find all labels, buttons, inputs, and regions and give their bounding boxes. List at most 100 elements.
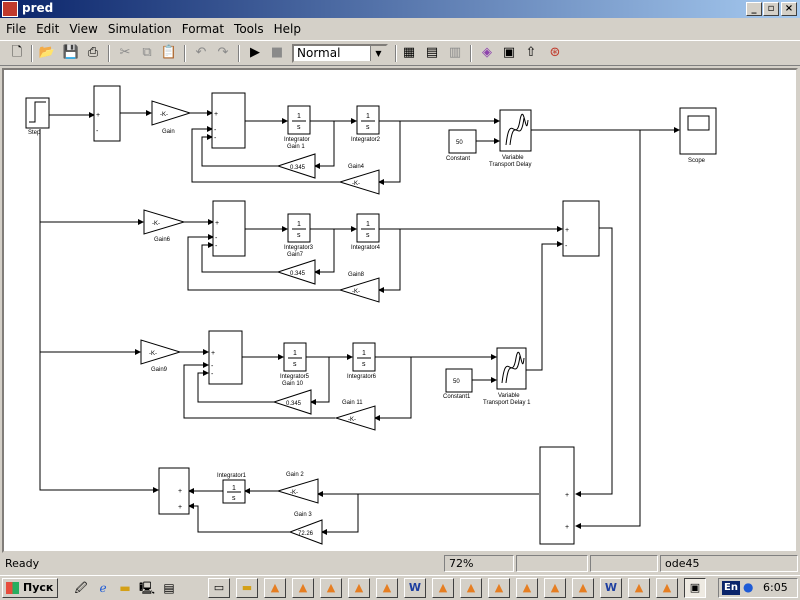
model-browser-icon[interactable]: ◈	[482, 45, 492, 60]
taskbar-window-matlab-icon[interactable]: ▲	[656, 578, 678, 598]
tray-app-icon[interactable]: ●	[743, 580, 754, 594]
taskbar-window-word-icon[interactable]: W	[600, 578, 622, 598]
menu-bar: File Edit View Simulation Format Tools Help	[0, 18, 800, 38]
folder-icon[interactable]: ▬	[119, 581, 131, 595]
integrator1-block[interactable]: 1 s Integrator1	[217, 473, 247, 504]
update-diagram-icon[interactable]: ▥	[448, 45, 462, 60]
network-icon[interactable]: ▤	[163, 581, 175, 595]
taskbar-window-simulink-active[interactable]: ▣	[684, 578, 706, 598]
menu-view[interactable]: View	[69, 22, 98, 36]
gain-0345-block-3[interactable]: 0.345	[272, 389, 312, 415]
system-tray: En ● 6:05	[718, 578, 798, 598]
gain2-label: Gain 2	[286, 472, 304, 478]
sum-minus-sign: -	[215, 235, 218, 242]
simulink-app-icon[interactable]	[2, 1, 18, 17]
gain-value: -K-	[290, 490, 298, 496]
taskbar-window-word-icon[interactable]: W	[404, 578, 426, 598]
menu-file[interactable]: File	[6, 22, 27, 36]
copy-icon[interactable]: ⧉	[142, 45, 152, 60]
print-icon[interactable]: ⎙	[87, 45, 99, 60]
library-browser-icon[interactable]: ▦	[402, 45, 416, 60]
maximize-button[interactable]: ▫	[763, 2, 779, 16]
menu-tools[interactable]: Tools	[234, 22, 264, 36]
gain9-block[interactable]: -K- Gain9	[140, 339, 182, 373]
constant1-block[interactable]: 50 Constant1	[443, 368, 473, 400]
taskbar-window-matlab-icon[interactable]: ▲	[544, 578, 566, 598]
close-button[interactable]: ×	[781, 2, 797, 16]
taskbar-window-matlab-icon[interactable]: ▲	[516, 578, 538, 598]
gain-block[interactable]: -K- Gain	[151, 100, 192, 135]
step-block[interactable]: Step	[25, 97, 50, 136]
gain4-block[interactable]: -K- Gain4	[338, 164, 380, 195]
gain-0345-block-1[interactable]: 0.345	[276, 153, 316, 179]
gain-0345-block-2[interactable]: 0.345	[276, 259, 316, 285]
taskbar-window-matlab-icon[interactable]: ▲	[572, 578, 594, 598]
go-to-parent-icon[interactable]: ⇧	[525, 45, 537, 60]
stop-simulation-icon[interactable]: ■	[270, 45, 284, 60]
integrator6-block[interactable]: 1 s Integrator6	[347, 342, 377, 380]
menu-format[interactable]: Format	[181, 22, 225, 36]
taskbar: Пуск 🖉 ℯ ▬ 🖳 ▤ ▭ ▬ ▲ ▲ ▲ ▲ ▲ W ▲ ▲ ▲ ▲ ▲…	[0, 575, 800, 600]
gain8-block[interactable]: -K- Gain8	[338, 272, 380, 303]
title-bar[interactable]: pred _ ▫ ×	[0, 0, 800, 18]
sum-block-7[interactable]: + +	[539, 446, 575, 545]
sum-block-2[interactable]: + - -	[211, 92, 246, 149]
taskbar-window-matlab-icon[interactable]: ▲	[432, 578, 454, 598]
open-folder-icon[interactable]: 📂	[38, 45, 56, 60]
chevron-down-icon[interactable]: ▼	[370, 46, 386, 61]
taskbar-window-matlab-icon[interactable]: ▲	[320, 578, 342, 598]
new-file-icon[interactable]: 🗋	[11, 45, 23, 60]
taskbar-window-matlab-icon[interactable]: ▲	[628, 578, 650, 598]
my-computer-icon[interactable]: 🖳	[138, 581, 155, 595]
sum-block-5[interactable]: + - -	[208, 330, 243, 385]
minimize-button[interactable]: _	[746, 2, 762, 16]
gain11-label: Gain 11	[342, 400, 363, 406]
menu-help[interactable]: Help	[273, 22, 301, 36]
undo-icon[interactable]: ↶	[195, 45, 207, 60]
cut-icon[interactable]: ✂	[119, 45, 131, 60]
save-icon[interactable]: 💾	[62, 45, 80, 60]
integrator4-block[interactable]: 1 s Integrator4	[351, 213, 381, 251]
config-icon[interactable]: ⊛	[549, 45, 561, 60]
gain6-label: Gain6	[154, 237, 171, 243]
debug-icon[interactable]: ▣	[502, 45, 516, 60]
taskbar-window-explorer[interactable]: ▭	[208, 578, 230, 598]
taskbar-window-folder[interactable]: ▬	[236, 578, 258, 598]
taskbar-window-matlab-icon[interactable]: ▲	[460, 578, 482, 598]
sum-block-6[interactable]: + +	[158, 467, 190, 515]
taskbar-window-matlab-icon[interactable]: ▲	[376, 578, 398, 598]
gain6-block[interactable]: -K- Gain6	[143, 209, 186, 243]
integrator1-label: Integrator1	[217, 473, 247, 479]
start-simulation-icon[interactable]: ▶	[250, 45, 260, 60]
redo-icon[interactable]: ↷	[217, 45, 229, 60]
sum-block-4[interactable]: + -	[562, 200, 600, 257]
language-indicator[interactable]: En	[722, 581, 740, 595]
paste-icon[interactable]: 📋	[160, 45, 178, 60]
sum-block-3[interactable]: + - -	[212, 200, 246, 257]
show-desktop-icon[interactable]: 🖉	[74, 581, 88, 595]
integrator2-block[interactable]: 1 s Integrator2	[351, 105, 381, 143]
constant-block[interactable]: 50 Constant	[446, 129, 477, 162]
simulation-mode-select[interactable]: Normal ▼	[292, 44, 388, 63]
build-icon[interactable]: ▤	[425, 45, 439, 60]
taskbar-window-matlab-icon[interactable]: ▲	[488, 578, 510, 598]
taskbar-window-matlab-icon[interactable]: ▲	[292, 578, 314, 598]
internet-explorer-icon[interactable]: ℯ	[99, 581, 107, 595]
scope-block[interactable]: Scope	[679, 107, 717, 164]
sum-block-1[interactable]: + -	[93, 85, 121, 142]
taskbar-window-matlab-icon[interactable]: ▲	[264, 578, 286, 598]
menu-simulation[interactable]: Simulation	[107, 22, 172, 36]
taskbar-window-matlab-icon[interactable]: ▲	[348, 578, 370, 598]
gain11-block[interactable]: -K- Gain 11	[334, 400, 376, 431]
gain3-block[interactable]: 72.26 Gain 3	[288, 512, 323, 545]
start-button[interactable]: Пуск	[2, 578, 58, 598]
gain2-block[interactable]: -K- Gain 2	[276, 472, 319, 504]
menu-edit[interactable]: Edit	[36, 22, 60, 36]
